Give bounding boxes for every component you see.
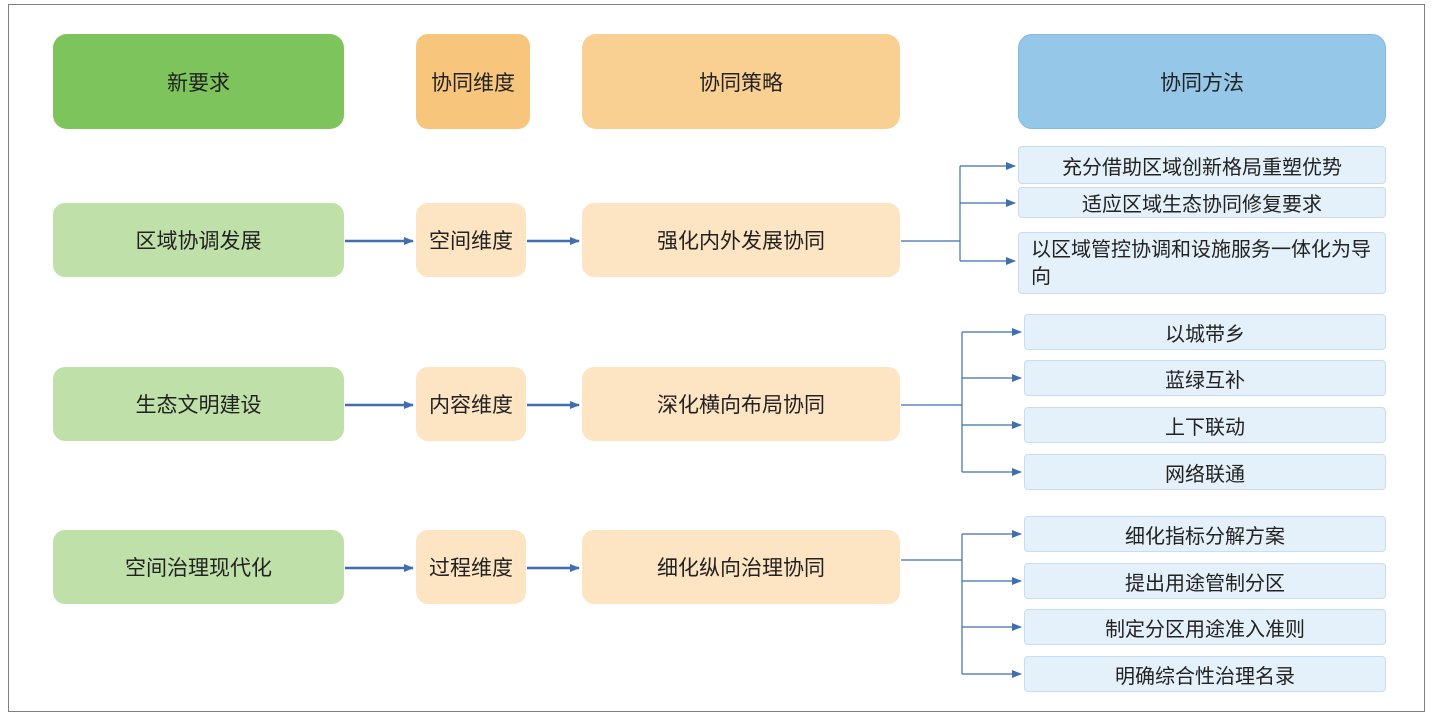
method-node: 以区域管控协调和设施服务一体化为导向: [1018, 232, 1386, 294]
strategy-node: 深化横向布局协同: [582, 367, 900, 441]
dimension-node: 空间维度: [416, 203, 526, 277]
bracket-connector: [901, 530, 1022, 678]
requirement-node: 区域协调发展: [53, 203, 344, 277]
method-node: 适应区域生态协同修复要求: [1018, 187, 1386, 218]
dimension-node: 过程维度: [416, 530, 526, 604]
header-strategy: 协同策略: [582, 34, 900, 129]
header-requirement: 新要求: [53, 34, 344, 129]
header-method: 协同方法: [1018, 34, 1386, 129]
method-node: 网络联通: [1024, 454, 1386, 490]
dimension-node: 内容维度: [416, 367, 526, 441]
requirement-node: 生态文明建设: [53, 367, 344, 441]
method-node: 蓝绿互补: [1024, 360, 1386, 396]
method-node: 明确综合性治理名录: [1024, 656, 1386, 692]
strategy-node: 强化内外发展协同: [582, 203, 900, 277]
method-node: 充分借助区域创新格局重塑优势: [1018, 146, 1386, 184]
diagram-frame: [8, 4, 1425, 712]
bracket-connector: [901, 162, 1016, 265]
header-dimension: 协同维度: [416, 34, 530, 129]
method-node: 提出用途管制分区: [1024, 563, 1386, 599]
method-node: 上下联动: [1024, 407, 1386, 443]
strategy-node: 细化纵向治理协同: [582, 530, 900, 604]
requirement-node: 空间治理现代化: [53, 530, 344, 604]
method-node: 制定分区用途准入准则: [1024, 609, 1386, 645]
method-node: 细化指标分解方案: [1024, 516, 1386, 552]
bracket-connector: [901, 328, 1022, 476]
method-node: 以城带乡: [1024, 314, 1386, 350]
